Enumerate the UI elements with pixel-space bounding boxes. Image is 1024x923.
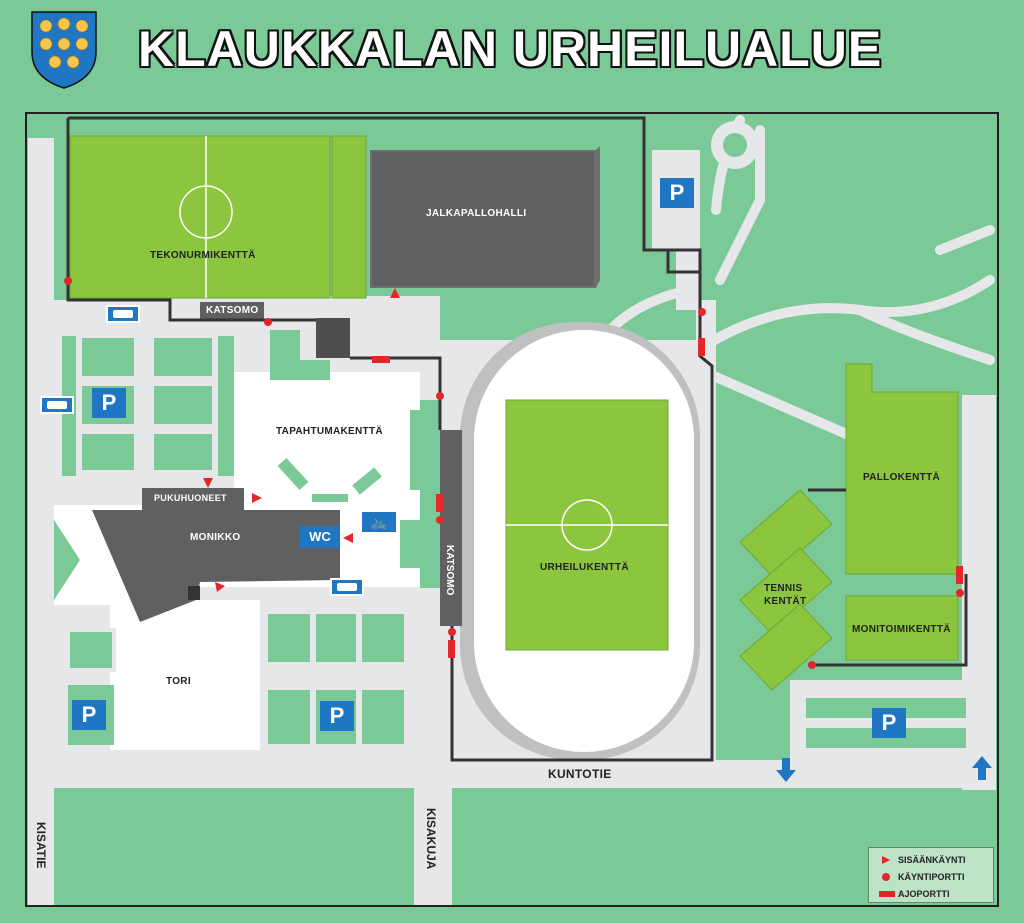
legend-walk-gate: KÄYNTIPORTTI [879, 870, 965, 884]
monikko-building [92, 488, 340, 622]
label-kisatie: KISATIE [34, 822, 48, 869]
drive-gate-bar-icon [879, 891, 895, 897]
walk-gates [64, 277, 964, 669]
bus-stop-icon [330, 578, 364, 596]
label-monikko: MONIKKO [190, 532, 241, 543]
legend-entrance-label: SISÄÄNKÄYNTI [898, 855, 966, 865]
drive-gates [372, 338, 963, 658]
parking-icon: P [872, 708, 906, 738]
tekonurmikentta-field [69, 135, 331, 299]
label-tekonurmikentta: TEKONURMIKENTTÄ [150, 250, 256, 261]
label-jalkapallohalli: JALKAPALLOHALLI [426, 208, 527, 219]
label-tapahtumakentta: TAPAHTUMAKENTTÄ [276, 426, 383, 437]
bicycle-parking-icon: 🚲 [362, 512, 396, 532]
arrow-down-icon [776, 758, 796, 782]
label-pukuhuoneet: PUKUHUONEET [154, 493, 227, 503]
entrance-triangle-icon [882, 856, 890, 864]
legend-walk-gate-label: KÄYNTIPORTTI [898, 872, 965, 882]
label-tennis-line1: TENNIS [764, 583, 803, 594]
legend-drive-gate: AJOPORTTI [879, 887, 950, 901]
label-katsomo-stadium: KATSOMO [444, 545, 455, 596]
wc-sign: WC [300, 526, 340, 548]
coat-of-arms-icon [31, 11, 97, 89]
entrances [203, 288, 400, 592]
label-urheilukentta: URHEILUKENTTÄ [540, 562, 629, 573]
label-tori: TORI [166, 676, 191, 687]
label-monitoimikentta: MONITOIMIKENTTÄ [852, 624, 951, 635]
label-katsomo-north: KATSOMO [206, 305, 259, 316]
parking-icon: P [92, 388, 126, 418]
katsomo-stadium-building [440, 430, 462, 626]
label-pallokentta: PALLOKENTTÄ [863, 472, 940, 483]
label-kuntotie: KUNTOTIE [548, 767, 612, 781]
bus-stop-icon [40, 396, 74, 414]
parking-icon: P [660, 178, 694, 208]
monitoimikentta-field [845, 595, 959, 661]
parking-icon: P [72, 700, 106, 730]
legend-entrance: SISÄÄNKÄYNTI [879, 853, 966, 867]
label-tennis-line2: KENTÄT [764, 596, 807, 607]
walk-gate-dot-icon [882, 873, 890, 881]
parking-icon: P [320, 701, 354, 731]
katsomo-north-building [200, 302, 264, 320]
bus-stop-icon [106, 305, 140, 323]
map-legend: SISÄÄNKÄYNTI KÄYNTIPORTTI AJOPORTTI [868, 847, 994, 903]
page-title: KLAUKKALAN URHEILUALUE [138, 21, 883, 77]
legend-drive-gate-label: AJOPORTTI [898, 889, 950, 899]
label-kisakuja: KISAKUJA [424, 808, 438, 870]
pallokentta-field [845, 363, 959, 575]
jalkapallohalli-building [372, 152, 594, 286]
arrow-up-icon [972, 756, 992, 780]
tennis-courts [739, 489, 833, 691]
